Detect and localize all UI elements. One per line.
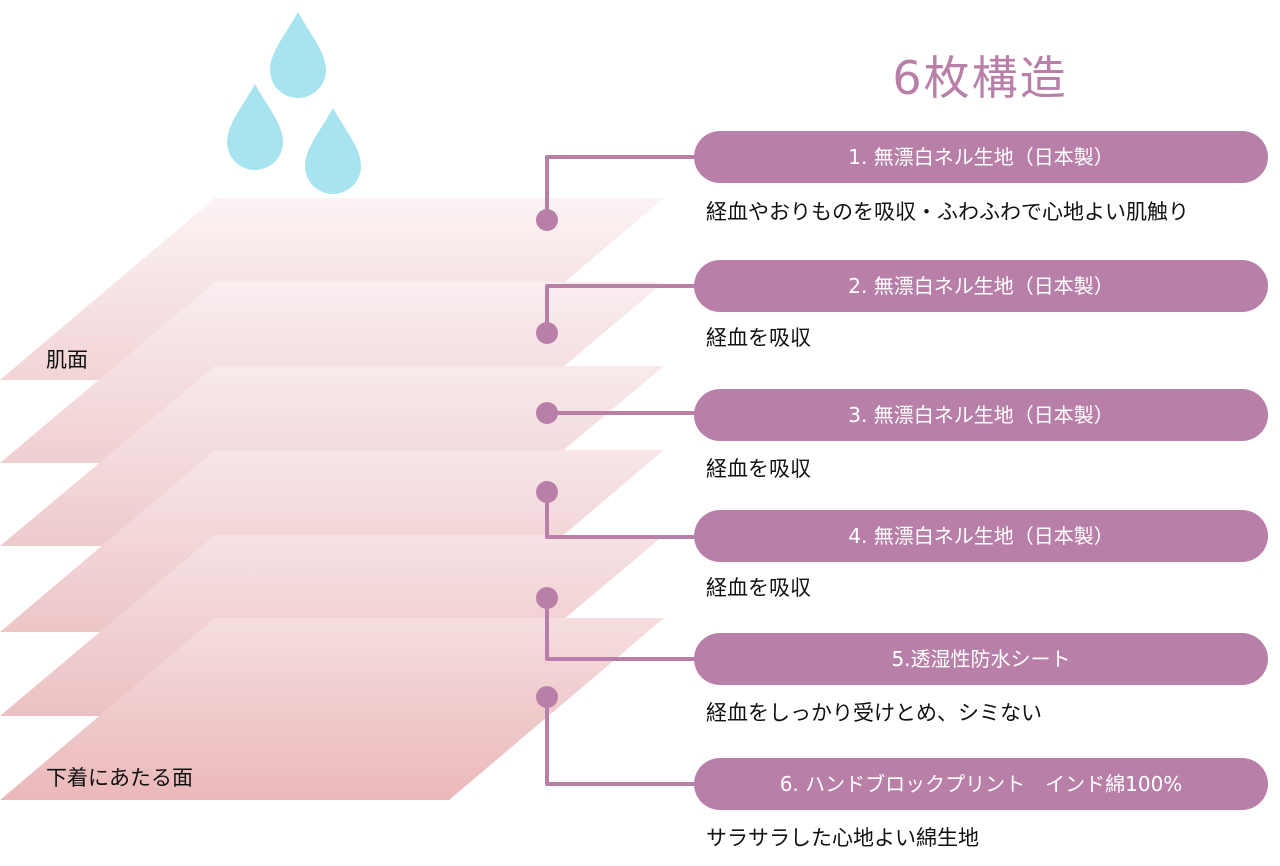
layer-4-label: 4. 無漂白ネル生地（日本製） [694, 510, 1268, 562]
layer-3-description: 経血を吸収 [706, 457, 811, 481]
connector-line-1 [545, 155, 700, 220]
layer-4-description: 経血を吸収 [706, 576, 811, 600]
water-drop-icon [305, 108, 361, 194]
layer-1-label: 1. 無漂白ネル生地（日本製） [694, 131, 1268, 183]
layer-3-label: 3. 無漂白ネル生地（日本製） [694, 389, 1268, 441]
layer-6-description: サラサラした心地よい綿生地 [706, 826, 979, 850]
water-drop-icon [227, 84, 283, 170]
layer-2-label: 2. 無漂白ネル生地（日本製） [694, 260, 1268, 312]
connector-line-5 [545, 598, 700, 661]
underwear-side-label: 下着にあたる面 [46, 766, 193, 790]
skin-side-label: 肌面 [46, 348, 88, 372]
connector-line-4 [545, 492, 700, 539]
connector-line-2 [545, 284, 700, 333]
connector-line-6 [545, 697, 700, 786]
connector-dot-4 [536, 481, 558, 503]
layer-2-description: 経血を吸収 [706, 326, 811, 350]
diagram-title: 6枚構造 [892, 51, 1068, 105]
layer-sheet-6 [0, 618, 664, 800]
layer-6-label: 6. ハンドブロックプリント インド綿100% [694, 758, 1268, 810]
layer-5-label: 5.透湿性防水シート [694, 633, 1268, 685]
connector-dot-5 [536, 587, 558, 609]
water-drop-icon [270, 12, 326, 98]
layer-1-description: 経血やおりものを吸収・ふわふわで心地よい肌触り [706, 200, 1189, 224]
connector-dot-1 [536, 209, 558, 231]
connector-dot-6 [536, 686, 558, 708]
connector-dot-3 [536, 402, 558, 424]
layer-5-description: 経血をしっかり受けとめ、シミない [706, 701, 1042, 725]
connector-dot-2 [536, 322, 558, 344]
